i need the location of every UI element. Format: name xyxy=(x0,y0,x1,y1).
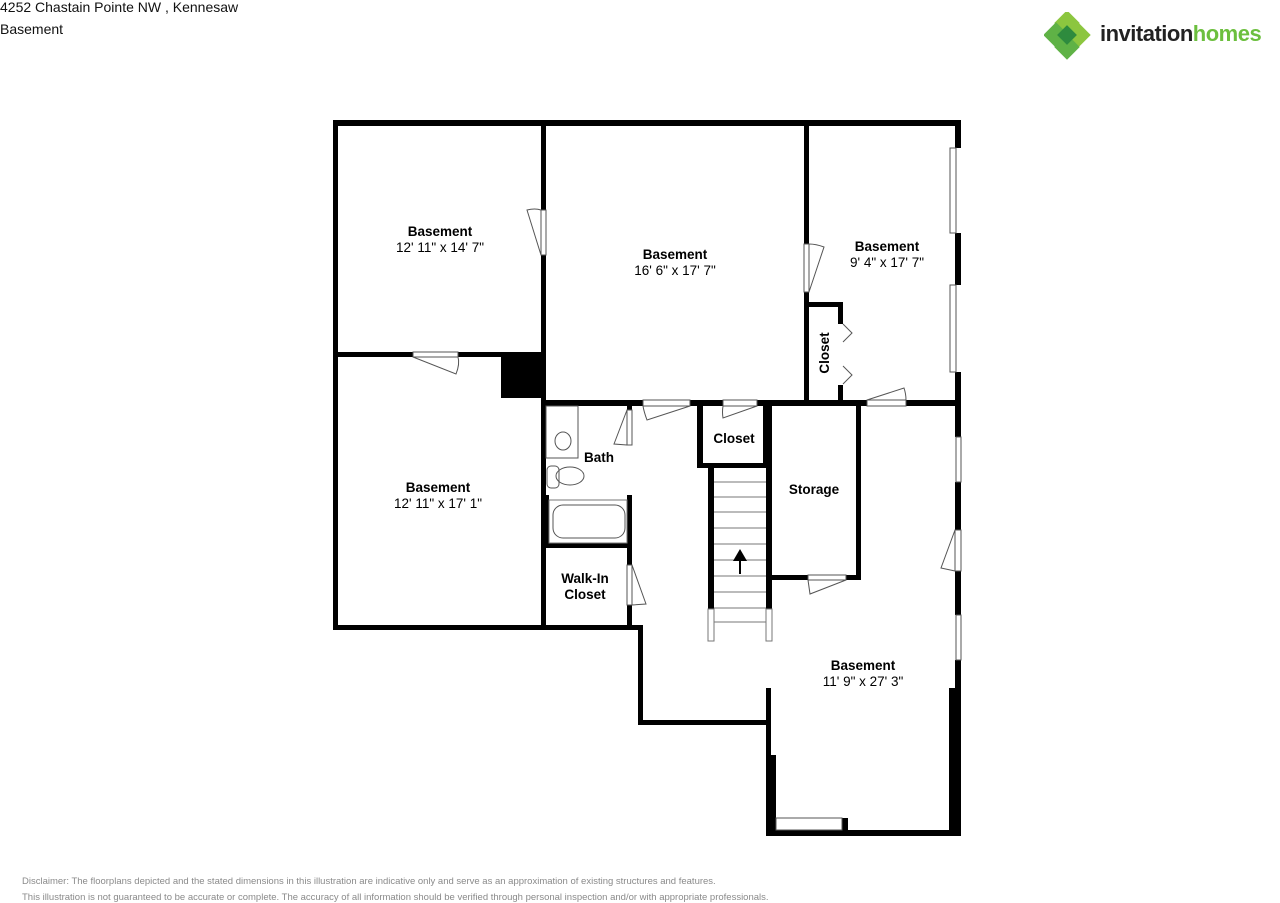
room-name: Storage xyxy=(788,482,840,497)
room-storage: Storage xyxy=(789,482,839,498)
logo-text-invitation: invitation xyxy=(1100,21,1193,46)
room-name: Basement xyxy=(642,247,708,262)
bath-fixtures xyxy=(545,405,628,544)
room-dimensions: 9' 4" x 17' 7" xyxy=(849,255,925,270)
room-name-line2: Closet xyxy=(564,587,606,602)
disclaimer-line-1: Disclaimer: The floorplans depicted and … xyxy=(22,876,716,887)
room-name-line1: Walk-In xyxy=(561,571,609,586)
property-address: 4252 Chastain Pointe NW , Kennesaw xyxy=(0,0,239,15)
arrow-up-icon xyxy=(733,549,747,574)
room-basement-bottom-right: Basement 11' 9" x 27' 3" xyxy=(823,658,904,690)
room-basement-top-right: Basement 9' 4" x 17' 7" xyxy=(850,239,924,271)
room-name: Closet xyxy=(817,332,832,374)
doors xyxy=(412,208,962,606)
room-name: Bath xyxy=(584,450,614,465)
room-basement-left: Basement 12' 11" x 17' 1" xyxy=(394,480,482,512)
invitation-homes-logo: invitationhomes xyxy=(1044,12,1280,60)
staircase xyxy=(707,481,773,642)
room-dimensions: 16' 6" x 17' 7" xyxy=(634,263,716,278)
room-name: Closet xyxy=(713,431,755,446)
room-closet-small: Closet xyxy=(713,431,754,447)
room-name: Basement xyxy=(407,224,473,239)
room-bath: Bath xyxy=(584,450,614,466)
windows xyxy=(775,147,962,831)
room-closet-vertical: Closet xyxy=(817,332,833,373)
room-name: Basement xyxy=(405,480,471,495)
room-name: Basement xyxy=(830,658,896,673)
room-dimensions: 11' 9" x 27' 3" xyxy=(822,674,904,689)
room-basement-top-left: Basement 12' 11" x 14' 7" xyxy=(396,224,484,256)
walls xyxy=(333,120,961,836)
room-dimensions: 12' 11" x 14' 7" xyxy=(395,240,485,255)
room-basement-top-center: Basement 16' 6" x 17' 7" xyxy=(634,247,716,279)
vanity-icon xyxy=(545,405,579,459)
clover-diamond-logo-icon xyxy=(1044,12,1091,60)
logo-wordmark: invitationhomes xyxy=(1100,21,1262,47)
room-walk-in-closet: Walk-In Closet xyxy=(561,571,609,603)
logo-text-homes: homes xyxy=(1192,21,1262,46)
sink-icon xyxy=(554,431,572,451)
bathtub-icon xyxy=(552,504,626,539)
disclaimer-line-2: This illustration is not guaranteed to b… xyxy=(22,892,769,903)
floor-level-label: Basement xyxy=(0,21,64,37)
toilet-icon xyxy=(555,466,585,486)
room-dimensions: 12' 11" x 17' 1" xyxy=(393,496,483,511)
room-name: Basement xyxy=(854,239,920,254)
